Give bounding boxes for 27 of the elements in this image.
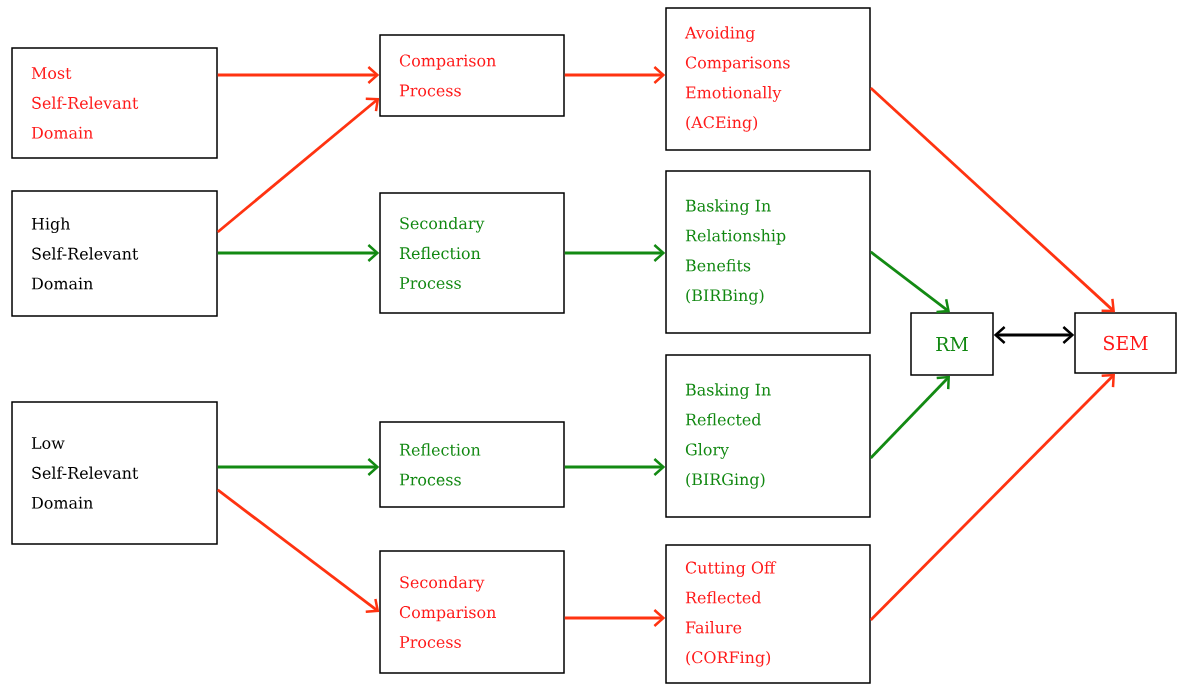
arrow	[216, 97, 380, 234]
process-box: Secondary Reflection Process	[379, 192, 565, 314]
arrow	[217, 244, 380, 262]
process-box: Comparison Process	[379, 34, 565, 117]
process-box: RM	[910, 312, 994, 376]
arrow	[869, 375, 950, 459]
process-box: Cutting Off Reflected Failure (CORFing)	[665, 544, 871, 684]
arrow	[217, 458, 380, 476]
arrow	[564, 458, 666, 476]
process-box: Reflection Process	[379, 421, 565, 508]
process-box: Most Self-Relevant Domain	[11, 47, 218, 159]
process-box: Low Self-Relevant Domain	[11, 401, 218, 545]
arrow	[564, 244, 666, 262]
process-box: SEM	[1074, 312, 1177, 374]
arrow	[993, 326, 1075, 344]
process-box: Basking In Reflected Glory (BIRGing)	[665, 354, 871, 518]
process-box: High Self-Relevant Domain	[11, 190, 218, 317]
arrow	[564, 609, 666, 627]
arrow	[564, 66, 666, 84]
arrow	[869, 373, 1115, 621]
process-box: Avoiding Comparisons Emotionally (ACEing)	[665, 7, 871, 151]
arrow	[216, 488, 380, 614]
arrow	[869, 86, 1115, 313]
arrow	[217, 66, 380, 84]
arrow	[869, 250, 950, 314]
process-box: Basking In Relationship Benefits (BIRBing)	[665, 170, 871, 334]
process-box: Secondary Comparison Process	[379, 550, 565, 674]
